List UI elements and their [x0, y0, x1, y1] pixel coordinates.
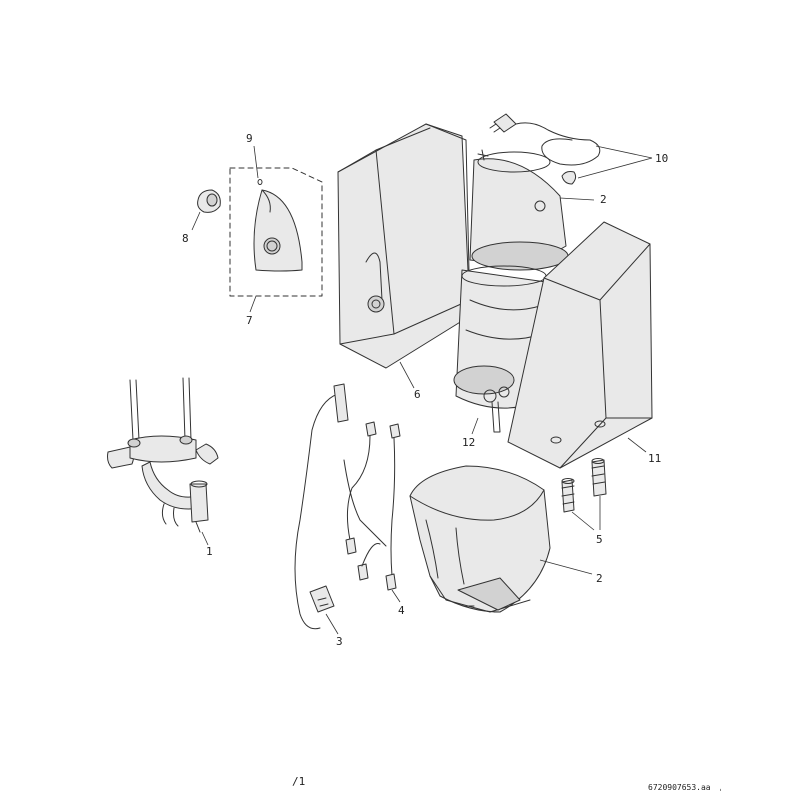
leader-5-a [571, 511, 595, 531]
leader-7 [249, 295, 257, 313]
leader-10-b [577, 157, 653, 179]
part-3-thermostat [294, 383, 349, 630]
callout-11: 11 [648, 452, 661, 465]
part-6-front-cover [337, 123, 471, 369]
callout-1: 1 [206, 545, 213, 558]
part-9-screw [257, 179, 263, 185]
leader-6 [399, 361, 415, 389]
leader-10-a [595, 145, 653, 159]
leader-8 [191, 211, 201, 231]
callout-7: 7 [246, 314, 253, 327]
leader-1 [201, 531, 209, 546]
leader-2-top [559, 197, 595, 201]
part-1-mixer-tap [107, 377, 219, 533]
part-8-knob [197, 189, 221, 213]
callout-9: 9 [246, 132, 253, 145]
leader-3 [325, 613, 339, 635]
part-7-front-panel [229, 167, 323, 297]
callout-5: 5 [596, 533, 603, 546]
part-4-wiring [343, 421, 401, 591]
tail-mark: ˌ [718, 783, 723, 792]
callout-8: 8 [182, 232, 189, 245]
leader-2-bottom [539, 559, 593, 575]
leader-4 [391, 589, 401, 603]
part-2-upper-tank [469, 149, 569, 271]
callout-4: 4 [398, 604, 405, 617]
leader-9 [253, 145, 259, 179]
callout-2-top: 2 [600, 193, 607, 206]
callout-2-bottom: 2 [596, 572, 603, 585]
page-mark: /1 [292, 775, 305, 788]
callout-10: 10 [655, 152, 668, 165]
leader-12 [471, 417, 479, 435]
part-10-power-cable [489, 113, 601, 185]
part-5-connectors [561, 458, 607, 513]
part-11-rear-box [507, 221, 653, 469]
part-2-lower-housing [409, 465, 551, 613]
callout-6: 6 [414, 388, 421, 401]
drawing-code: 6720907653.aa [648, 783, 711, 792]
callout-3: 3 [336, 635, 343, 648]
leader-11 [627, 437, 647, 453]
callout-12: 12 [462, 436, 475, 449]
